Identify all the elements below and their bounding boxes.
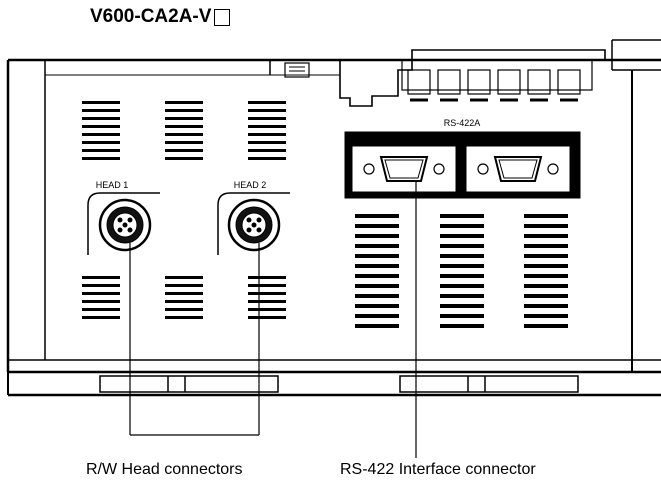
vent-grille-upper-left — [82, 101, 286, 160]
base-rail — [7, 359, 661, 397]
rs422-connector-plate — [344, 131, 581, 199]
model-title-text: V600-CA2A-V — [90, 6, 212, 27]
terminal-block — [339, 49, 606, 107]
rs422-interface-caption: RS-422 Interface connector — [340, 461, 536, 478]
head2-label: HEAD 2 — [234, 180, 267, 190]
empty-square-box-icon — [214, 8, 231, 26]
vent-grille-right — [355, 214, 568, 328]
terminal-screws — [407, 69, 581, 102]
head1-label: HEAD 1 — [96, 180, 129, 190]
model-title: V600-CA2A-V — [90, 6, 231, 28]
rw-head-connectors-caption: R/W Head connectors — [86, 461, 243, 478]
head2-connector — [217, 192, 290, 255]
vent-grille-lower-left — [82, 276, 286, 319]
rs422a-label: RS-422A — [444, 118, 481, 128]
latch-clip — [284, 62, 310, 78]
head1-connector — [87, 192, 160, 255]
leader-lines — [129, 180, 417, 458]
